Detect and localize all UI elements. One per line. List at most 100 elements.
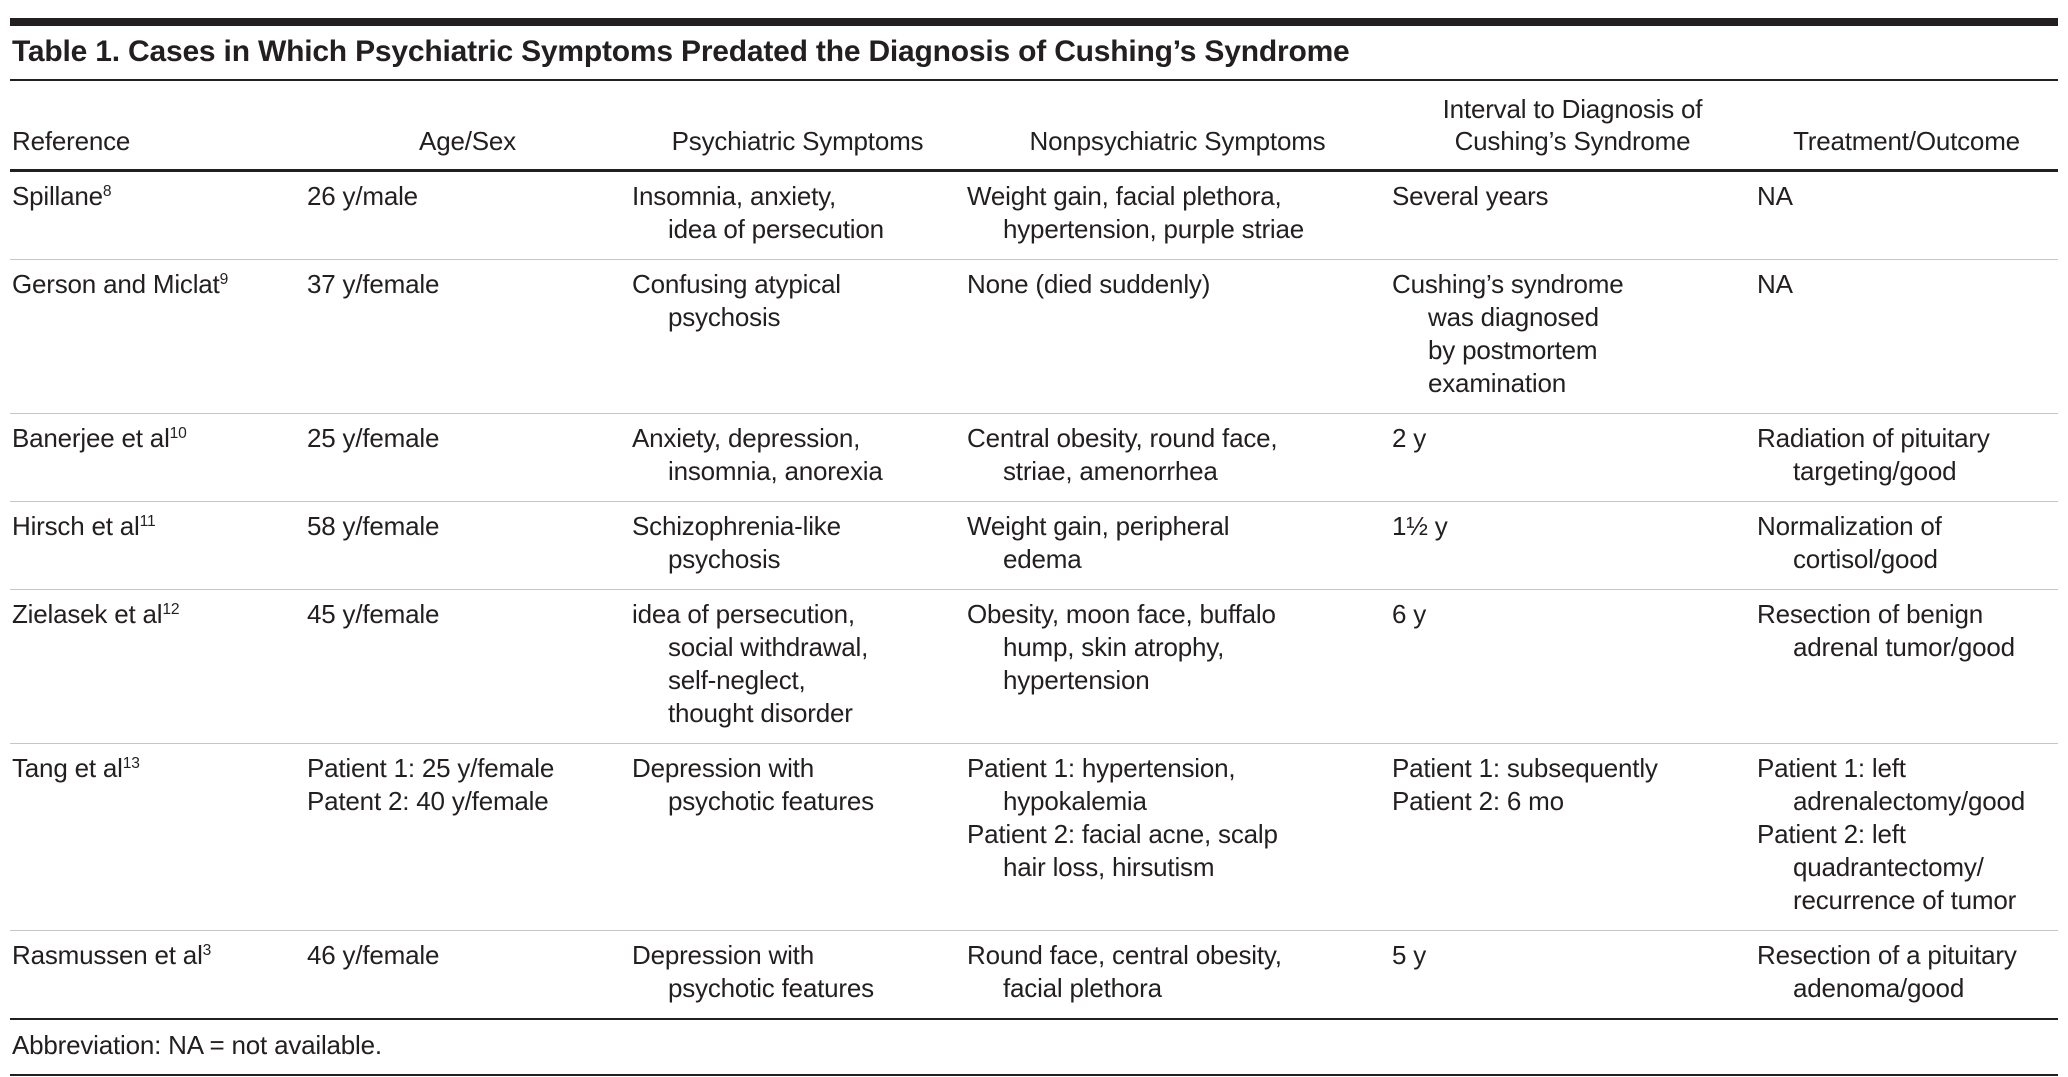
column-header-interval: Interval to Diagnosis of Cushing’s Syndr… — [1442, 94, 1703, 156]
cell-line: striae, amenorrhea — [1003, 456, 1218, 486]
cell-line: Resection of benign — [1757, 599, 1984, 629]
cell-line: edema — [1003, 544, 1082, 574]
age-sex-cell: 25 y/female — [305, 414, 630, 502]
column-header-reference: Reference — [12, 126, 131, 156]
reference-cell: Zielasek et al12 — [10, 590, 305, 744]
table-title: Table 1. Cases in Which Psychiatric Symp… — [10, 29, 2058, 81]
cell-line: hypokalemia — [1003, 786, 1147, 816]
cell-line: recurrence of tumor — [1793, 885, 2017, 915]
cell-line: Confusing atypical — [632, 269, 841, 299]
reference-text: Gerson and Miclat — [12, 269, 220, 299]
reference-cell: Rasmussen et al3 — [10, 931, 305, 1019]
cell-line: Depression with — [632, 753, 814, 783]
cell-line: Several years — [1392, 181, 1549, 211]
cell-line: insomnia, anorexia — [668, 456, 883, 486]
cell-line: adrenal tumor/good — [1793, 632, 2015, 662]
cell-line: 45 y/female — [307, 599, 440, 629]
age-sex-cell: 45 y/female — [305, 590, 630, 744]
cell-line: Obesity, moon face, buffalo — [967, 599, 1276, 629]
treatment-cell: NA — [1755, 171, 2058, 260]
reference-citation-number: 3 — [202, 942, 212, 960]
top-rule — [10, 18, 2058, 26]
cell-line: 37 y/female — [307, 269, 440, 299]
cell-line: psychosis — [668, 544, 781, 574]
reference-text: Rasmussen et al — [12, 940, 203, 970]
cell-line: psychotic features — [668, 973, 874, 1003]
cell-line: adenoma/good — [1793, 973, 1965, 1003]
cell-line: Anxiety, depression, — [632, 423, 861, 453]
cell-line: Normalization of — [1757, 511, 1942, 541]
reference-citation-number: 9 — [219, 271, 229, 289]
cell-line: Patient 2: 6 mo — [1392, 786, 1564, 816]
cell-line: Insomnia, anxiety, — [632, 181, 837, 211]
reference-citation-number: 13 — [122, 755, 140, 773]
reference-citation-number: 12 — [162, 601, 180, 619]
cell-line: 5 y — [1392, 940, 1427, 970]
psychiatric-cell: Anxiety, depression,insomnia, anorexia — [630, 414, 965, 502]
reference-text: Hirsch et al — [12, 511, 140, 541]
cell-line: 46 y/female — [307, 940, 440, 970]
interval-cell: 6 y — [1390, 590, 1755, 744]
cell-line: Patient 1: subsequently — [1392, 753, 1658, 783]
reference-cell: Spillane8 — [10, 171, 305, 260]
cell-line: quadrantectomy/ — [1793, 852, 1984, 882]
cell-line: None (died suddenly) — [967, 269, 1211, 299]
reference-text: Banerjee et al — [12, 423, 170, 453]
interval-cell: 1½ y — [1390, 502, 1755, 590]
cell-line: hypertension — [1003, 665, 1150, 695]
cell-line: 1½ y — [1392, 511, 1448, 541]
cell-line: Resection of a pituitary — [1757, 940, 2017, 970]
cell-line: idea of persecution — [668, 214, 884, 244]
cell-line: idea of persecution, — [632, 599, 855, 629]
reference-text: Spillane — [12, 181, 103, 211]
cell-line: 2 y — [1392, 423, 1427, 453]
cell-line: by postmortem — [1428, 335, 1598, 365]
column-header-treatment-outcome: Treatment/Outcome — [1793, 126, 2020, 156]
abbreviation-footnote: Abbreviation: NA = not available. — [10, 1018, 2058, 1076]
reference-citation-number: 11 — [139, 513, 156, 531]
reference-cell: Hirsch et al11 — [10, 502, 305, 590]
cell-line: 25 y/female — [307, 423, 440, 453]
cell-line: targeting/good — [1793, 456, 1957, 486]
reference-text: Zielasek et al — [12, 599, 163, 629]
table-header: Reference Age/Sex Psychiatric Symptoms N… — [10, 81, 2058, 171]
cell-line: psychotic features — [668, 786, 874, 816]
cell-line: hypertension, purple striae — [1003, 214, 1305, 244]
cell-line: facial plethora — [1003, 973, 1162, 1003]
age-sex-cell: 58 y/female — [305, 502, 630, 590]
cell-line: Patient 1: left — [1757, 753, 1906, 783]
reference-citation-number: 10 — [169, 425, 187, 443]
cell-line: Round face, central obesity, — [967, 940, 1282, 970]
treatment-cell: NA — [1755, 260, 2058, 414]
cell-line: Schizophrenia-like — [632, 511, 841, 541]
age-sex-cell: 26 y/male — [305, 171, 630, 260]
interval-cell: 2 y — [1390, 414, 1755, 502]
cell-line: cortisol/good — [1793, 544, 1938, 574]
cell-line: Radiation of pituitary — [1757, 423, 1990, 453]
reference-cell: Gerson and Miclat9 — [10, 260, 305, 414]
cell-line: 26 y/male — [307, 181, 418, 211]
age-sex-cell: 46 y/female — [305, 931, 630, 1019]
cell-line: Patient 1: hypertension, — [967, 753, 1236, 783]
cell-line: 58 y/female — [307, 511, 440, 541]
cell-line: adrenalectomy/good — [1793, 786, 2025, 816]
nonpsychiatric-cell: Weight gain, facial plethora,hypertensio… — [965, 171, 1390, 260]
table-row: Banerjee et al10 25 y/female Anxiety, depr… — [10, 413, 2058, 502]
psychiatric-cell: Insomnia, anxiety,idea of persecution — [630, 171, 965, 260]
